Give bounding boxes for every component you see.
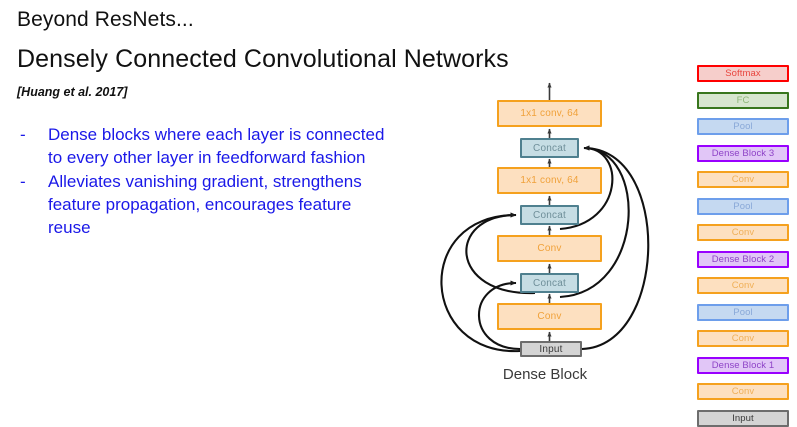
- dense-node-concat-4: Concat: [520, 138, 579, 158]
- dense-block-diagram: 1x1 conv, 64 Concat 1x1 conv, 64 Concat …: [400, 60, 690, 400]
- arch-item-dense-block-3: Dense Block 3: [697, 144, 789, 162]
- dense-node-conv-1x1-64-top: 1x1 conv, 64: [497, 100, 602, 127]
- bullet-text: Dense blocks where each layer is connect…: [48, 125, 385, 167]
- arch-item-softmax: Softmax: [697, 65, 789, 82]
- bullet-marker: -: [20, 172, 26, 191]
- bullet-text: Alleviates vanishing gradient, strengthe…: [48, 172, 362, 237]
- arch-item-conv-5: Conv: [697, 171, 789, 188]
- arch-item-conv-4: Conv: [697, 224, 789, 241]
- slide-canvas: Beyond ResNets... Densely Connected Conv…: [14, 8, 789, 427]
- architecture-column: Softmax FC Pool Dense Block 3 Conv Pool …: [697, 65, 789, 427]
- slide-title: Densely Connected Convolutional Networks: [17, 45, 509, 73]
- bullet-item: - Alleviates vanishing gradient, strengt…: [14, 170, 394, 239]
- bullet-list: - Dense blocks where each layer is conne…: [14, 123, 394, 240]
- bullet-marker: -: [20, 125, 26, 144]
- arch-item-fc: FC: [697, 91, 789, 109]
- arch-item-input: Input: [697, 409, 789, 427]
- arch-item-pool-3: Pool: [697, 118, 789, 135]
- arch-item-pool-1: Pool: [697, 303, 789, 321]
- dense-node-input: Input: [520, 341, 582, 357]
- arch-item-pool-2: Pool: [697, 197, 789, 215]
- dense-node-conv-1x1-64: 1x1 conv, 64: [497, 167, 602, 194]
- arch-item-dense-block-2: Dense Block 2: [697, 250, 789, 268]
- arch-item-dense-block-1: Dense Block 1: [697, 356, 789, 374]
- arch-item-conv-3: Conv: [697, 277, 789, 294]
- slide-kicker: Beyond ResNets...: [17, 8, 194, 31]
- arch-item-conv-2: Conv: [697, 330, 789, 347]
- dense-node-conv-1: Conv: [497, 303, 602, 330]
- dense-node-conv-2: Conv: [497, 235, 602, 262]
- arch-item-conv-1: Conv: [697, 383, 789, 400]
- slide-citation: [Huang et al. 2017]: [17, 85, 128, 99]
- dense-node-concat-3: Concat: [520, 205, 579, 225]
- dense-block-caption: Dense Block: [502, 366, 588, 383]
- dense-block-connections: [440, 82, 650, 353]
- dense-node-concat-2: Concat: [520, 273, 579, 293]
- bullet-item: - Dense blocks where each layer is conne…: [14, 123, 394, 169]
